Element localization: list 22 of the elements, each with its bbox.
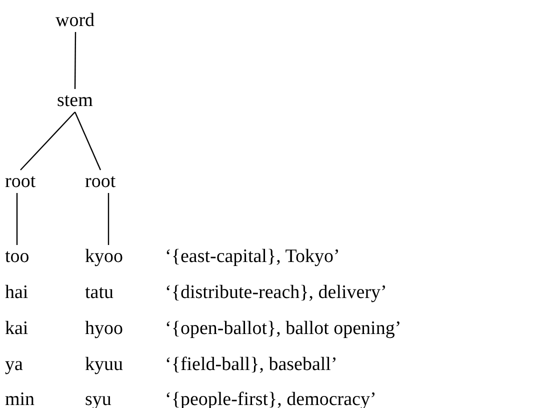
tree-node-label: root [5, 170, 36, 192]
morpheme-text: kyuu [85, 352, 123, 376]
morpheme-text: tatu [85, 280, 114, 304]
tree-node-label: stem [57, 88, 93, 112]
morpheme-text: ya [5, 352, 23, 376]
morpheme-text: min [5, 388, 35, 408]
tree-branch-line [74, 32, 76, 89]
morpheme-text: kai [5, 316, 28, 340]
gloss-text: ‘{distribute-reach}, delivery’ [165, 280, 387, 304]
tree-node-label: word [56, 8, 95, 32]
tree-branch-line [16, 193, 18, 245]
tree-branch-line [74, 112, 102, 170]
tree-node-label: too [5, 244, 30, 268]
gloss-text: ‘{east-capital}, Tokyo’ [165, 244, 340, 268]
morpheme-text: hai [5, 280, 28, 304]
gloss-text: ‘{open-ballot}, ballot opening’ [165, 316, 402, 340]
tree-node-label: root [85, 170, 116, 192]
tree-branch-line [20, 112, 76, 170]
tree-branch-line [108, 193, 110, 245]
gloss-text: ‘{field-ball}, baseball’ [165, 352, 338, 376]
tree-node-label: kyoo [85, 244, 123, 268]
morpheme-text: hyoo [85, 316, 123, 340]
